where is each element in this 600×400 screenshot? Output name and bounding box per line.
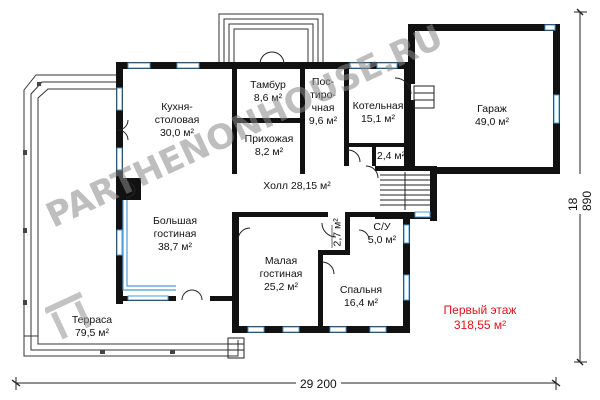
room-bedroom-area: 16,4 м² bbox=[343, 297, 379, 309]
windows bbox=[116, 24, 560, 333]
room-living-big-name: Большая гостиная bbox=[152, 215, 198, 240]
room-boiler-area: 15,1 м² bbox=[360, 113, 396, 125]
room-bath: С/У 5,0 м² bbox=[360, 221, 404, 247]
room-garage: Гараж 49,0 м² bbox=[462, 103, 522, 129]
room-boiler-name: Котельная bbox=[352, 100, 404, 112]
room-bedroom-name: Спальня bbox=[339, 284, 383, 296]
room-hallway: Прихожая 8,2 м² bbox=[238, 133, 300, 159]
room-living-small-area: 25,2 м² bbox=[263, 281, 299, 293]
floor-title: Первый этаж bbox=[443, 303, 517, 317]
entrance-steps bbox=[218, 13, 324, 64]
room-laundry-name: Пос- тиро- чная bbox=[310, 76, 336, 114]
room-bedroom: Спальня 16,4 м² bbox=[330, 284, 392, 310]
glazing bbox=[122, 200, 176, 291]
room-tambur-name: Тамбур bbox=[250, 79, 286, 91]
room-laundry-area: 9,6 м² bbox=[308, 115, 338, 127]
room-terrace-area: 79,5 м² bbox=[74, 327, 110, 339]
room-laundry: Пос- тиро- чная 9,6 м² bbox=[302, 76, 344, 128]
room-kitchen-name: Кухня- столовая bbox=[154, 101, 200, 126]
room-bath-area: 5,0 м² bbox=[367, 234, 397, 246]
room-garage-name: Гараж bbox=[477, 103, 507, 115]
room-garage-area: 49,0 м² bbox=[474, 116, 510, 128]
room-kitchen: Кухня- столовая 30,0 м² bbox=[147, 101, 207, 140]
room-small-store-area: 2,4 м² bbox=[376, 150, 406, 162]
room-boiler: Котельная 15,1 м² bbox=[348, 100, 408, 126]
room-closet: 2,7 м² bbox=[331, 218, 345, 247]
floor-area: 318,55 м² bbox=[453, 318, 507, 332]
garage-steps bbox=[413, 85, 435, 109]
room-tambur: Тамбур 8,6 м² bbox=[238, 79, 298, 105]
terrace-outline bbox=[23, 74, 239, 357]
room-kitchen-area: 30,0 м² bbox=[159, 127, 195, 139]
doors bbox=[117, 51, 412, 301]
room-hall-label: Холл 28,15 м² bbox=[263, 180, 331, 192]
room-living-small: Малая гостиная 25,2 м² bbox=[246, 255, 316, 294]
room-closet-area: 2,7 м² bbox=[331, 218, 344, 247]
balustrade-posts bbox=[23, 82, 175, 354]
room-living-big: Большая гостиная 38,7 м² bbox=[140, 215, 210, 254]
room-hall: Холл 28,15 м² bbox=[252, 180, 342, 193]
dimension-height: 18 890 bbox=[566, 174, 594, 214]
room-tambur-area: 8,6 м² bbox=[253, 92, 283, 104]
room-bath-name: С/У bbox=[373, 221, 391, 233]
watermark-logo bbox=[45, 291, 92, 340]
fireplace bbox=[125, 181, 136, 199]
stair-treads bbox=[380, 172, 430, 210]
dimension-width: 29 200 bbox=[296, 377, 341, 391]
room-hallway-area: 8,2 м² bbox=[254, 146, 284, 158]
room-small-store: 2,4 м² bbox=[372, 150, 410, 163]
room-living-small-name: Малая гостиная bbox=[259, 255, 303, 280]
room-hallway-name: Прихожая bbox=[244, 133, 294, 145]
lower-steps bbox=[227, 337, 245, 359]
room-living-big-area: 38,7 м² bbox=[157, 241, 193, 253]
floor-summary: Первый этаж 318,55 м² bbox=[425, 303, 535, 333]
